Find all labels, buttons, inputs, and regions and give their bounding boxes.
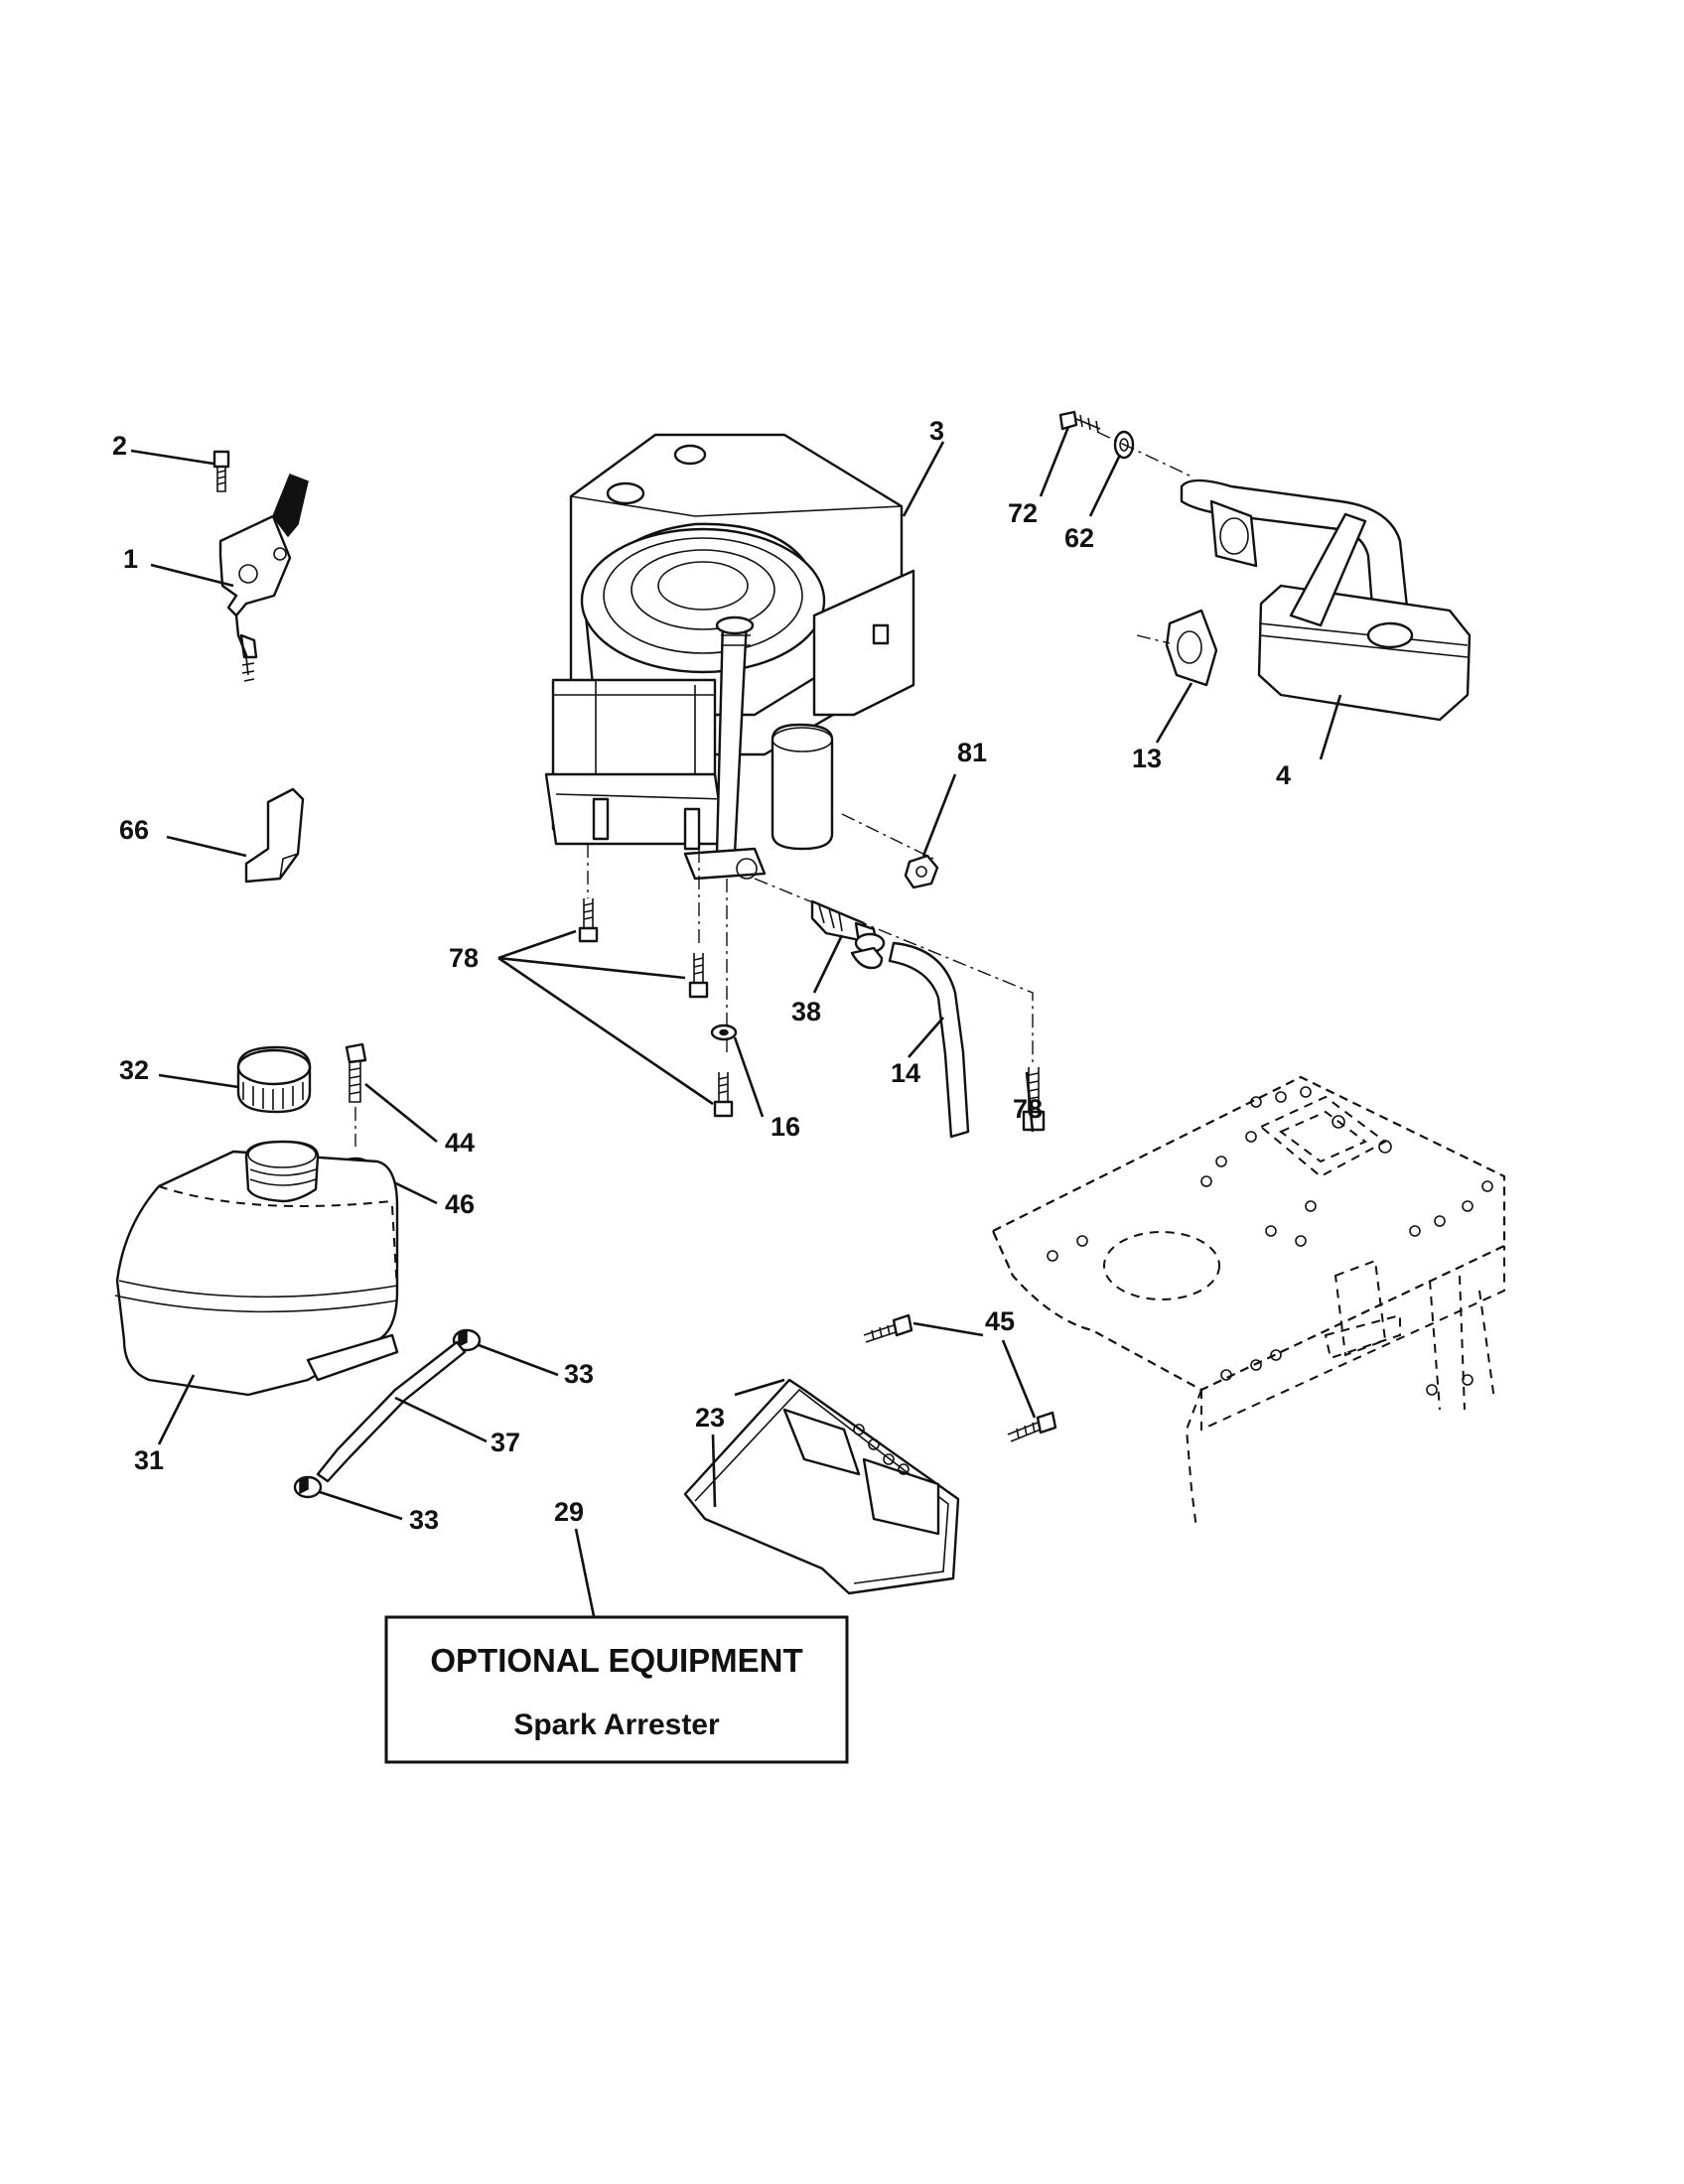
callout-3: 3 <box>929 416 944 446</box>
optional-equipment-subtitle: Spark Arrester <box>513 1708 720 1741</box>
bolt-78-d <box>1022 1067 1046 1132</box>
chassis-frame <box>991 1075 1506 1530</box>
screw-44 <box>345 1042 367 1103</box>
bolt-78-c <box>713 1072 734 1118</box>
callout-62: 62 <box>1064 523 1094 553</box>
gasket-13 <box>1165 609 1218 687</box>
callout-16: 16 <box>771 1112 800 1142</box>
callout-31: 31 <box>134 1445 164 1475</box>
callout-66: 66 <box>119 815 149 845</box>
throttle-control-part <box>212 450 309 682</box>
callout-1: 1 <box>123 544 138 574</box>
callout-81: 81 <box>957 738 987 767</box>
fuel-line-37 <box>316 1340 467 1483</box>
fuel-tank-31 <box>114 1140 399 1397</box>
callout-2: 2 <box>112 431 127 461</box>
fuel-cap-32 <box>236 1045 312 1114</box>
part-66 <box>244 787 305 884</box>
nut-81 <box>904 854 939 889</box>
bolt-78-a <box>578 898 599 943</box>
callout-23: 23 <box>695 1403 725 1433</box>
bolt-78-b <box>688 953 709 999</box>
callout-78-a: 78 <box>449 943 479 973</box>
callout-72: 72 <box>1008 498 1038 528</box>
callout-46: 46 <box>445 1189 475 1219</box>
callout-33-b: 33 <box>409 1505 439 1535</box>
heat-shield-23 <box>683 1378 960 1595</box>
bolt-72 <box>1058 410 1101 434</box>
callout-44: 44 <box>445 1128 475 1158</box>
engine-part <box>544 433 915 881</box>
callout-38: 38 <box>791 997 821 1026</box>
fuel-shutoff-valve-38 <box>810 899 886 970</box>
bolt-45-a <box>863 1313 913 1343</box>
callout-4: 4 <box>1276 760 1291 790</box>
callout-33-a: 33 <box>564 1359 594 1389</box>
callout-78-b: 78 <box>1013 1094 1043 1124</box>
optional-equipment-box: OPTIONAL EQUIPMENT Spark Arrester <box>384 1615 849 1764</box>
callout-14: 14 <box>891 1058 920 1088</box>
callout-45: 45 <box>985 1306 1015 1336</box>
callout-29: 29 <box>554 1497 584 1527</box>
callout-37: 37 <box>491 1428 520 1457</box>
bolt-45-b <box>1007 1411 1057 1442</box>
muffler-part <box>1180 478 1472 722</box>
hose-clamp-33-b <box>293 1475 323 1499</box>
optional-equipment-title: OPTIONAL EQUIPMENT <box>430 1642 802 1679</box>
fuel-line-14 <box>888 941 970 1139</box>
washer-16 <box>710 1024 738 1041</box>
callout-13: 13 <box>1132 744 1162 773</box>
callout-32: 32 <box>119 1055 149 1085</box>
